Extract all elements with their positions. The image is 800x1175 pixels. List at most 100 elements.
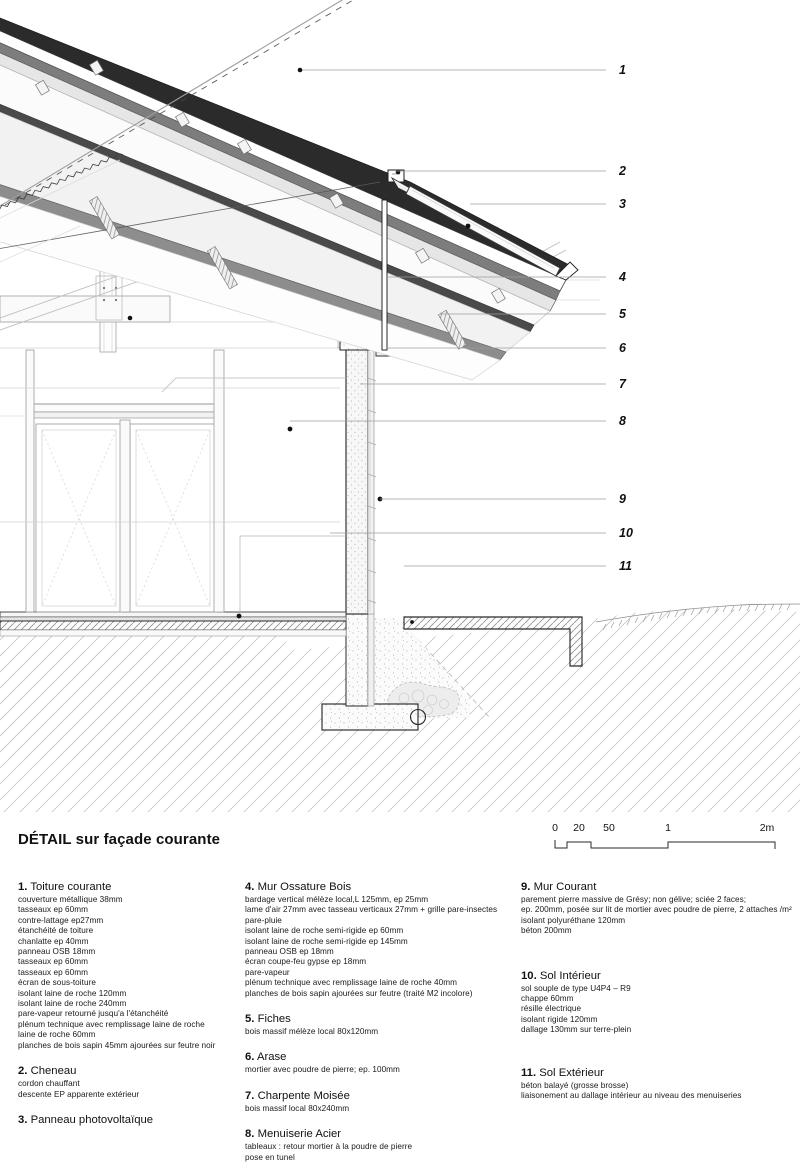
legend-line: isolant laine de roche semi-rigide ep 14… bbox=[245, 936, 408, 946]
legend-entry-number: 9. bbox=[521, 881, 531, 893]
legend-line: bardage vertical mélèze local,L 125mm, e… bbox=[245, 895, 429, 904]
legend-line: cordon chauffant bbox=[18, 1079, 80, 1089]
legend-line: panneau OSB ep 18mm bbox=[245, 947, 334, 957]
legend-entry-heading: 2. Cheneau bbox=[18, 1064, 243, 1078]
legend-line: écran coupe-feu gypse ep 18mm bbox=[245, 957, 367, 967]
legend-column-2: 4. Mur Ossature Bois bardage vertical mé… bbox=[245, 880, 513, 1163]
callout-number-9: 9 bbox=[619, 492, 626, 506]
legend-entry-number: 7. bbox=[245, 1089, 255, 1102]
legend-entry-title: Mur Ossature Bois bbox=[257, 881, 352, 893]
scale-tick-20: 20 bbox=[573, 822, 585, 834]
legend-entry-9: 9. Mur Courant parement pierre massive d… bbox=[521, 880, 793, 937]
legend-entry-number: 6. bbox=[245, 1051, 255, 1064]
legend-entry-4: 4. Mur Ossature Bois bardage vertical mé… bbox=[245, 880, 513, 999]
legend-line: isolant laine de roche 120mm bbox=[18, 988, 127, 998]
legend-line: planches de bois sapin ajourées sur feut… bbox=[245, 988, 473, 998]
legend-column-3: 9. Mur Courant parement pierre massive d… bbox=[521, 880, 793, 1101]
legend-line: isolant polyuréthane 120mm bbox=[521, 915, 626, 925]
legend-line: pare-vapeur retourné jusqu'a l'étanchéit… bbox=[18, 1009, 169, 1019]
legend-entry-number: 8. bbox=[245, 1128, 255, 1141]
legend-line: parement pierre massive de Grésy; non gé… bbox=[521, 895, 747, 904]
legend-entry-title: Panneau photovoltaïque bbox=[30, 1113, 154, 1126]
legend-entry-title: Toiture courante bbox=[30, 881, 112, 893]
legend-entry-number: 2. bbox=[18, 1065, 28, 1078]
legend-line: liaisonement au dallage intérieur au niv… bbox=[521, 1091, 742, 1101]
legend-entry-number: 1. bbox=[18, 881, 28, 893]
legend-entry-heading: 1. Toiture courante bbox=[18, 880, 243, 894]
legend-entry-heading: 7. Charpente Moisée bbox=[245, 1089, 513, 1103]
legend-line: pare-vapeur bbox=[245, 967, 290, 977]
legend-entry-title: Mur Courant bbox=[533, 881, 597, 893]
legend-line: étanchéité de toiture bbox=[18, 926, 94, 936]
legend: 1. Toiture courante couverture métalliqu… bbox=[0, 880, 800, 1175]
legend-entry-11: 11. Sol Extérieur béton balayé (grosse b… bbox=[521, 1066, 793, 1102]
legend-column-1: 1. Toiture courante couverture métalliqu… bbox=[18, 880, 243, 1128]
callout-number-7: 7 bbox=[619, 377, 626, 391]
legend-entry-1: 1. Toiture courante couverture métalliqu… bbox=[18, 880, 243, 1051]
legend-entry-number: 5. bbox=[245, 1013, 255, 1026]
legend-line: ep. 200mm, posée sur lit de mortier avec… bbox=[521, 905, 792, 915]
legend-entry-title: Fiches bbox=[257, 1013, 291, 1026]
legend-entry-title: Cheneau bbox=[30, 1065, 77, 1078]
scale-bar-graphic bbox=[554, 840, 776, 849]
legend-line: plénum technique avec remplissage laine … bbox=[245, 978, 458, 988]
legend-entry-10: 10. Sol Intérieur sol souple de type U4P… bbox=[521, 969, 793, 1036]
legend-line: tasseaux ep 60mm bbox=[18, 957, 88, 967]
callout-number-11: 11 bbox=[619, 559, 632, 573]
legend-line: bois massif local 80x240mm bbox=[245, 1103, 350, 1113]
legend-entry-heading: 10. Sol Intérieur bbox=[521, 969, 793, 983]
legend-entry-7: 7. Charpente Moisée bois massif local 80… bbox=[245, 1089, 513, 1114]
legend-entry-number: 10. bbox=[521, 969, 537, 982]
callout-number-3: 3 bbox=[619, 197, 626, 211]
page-title: DÉTAIL sur façade courante bbox=[18, 831, 220, 849]
legend-entry-heading: 11. Sol Extérieur bbox=[521, 1066, 793, 1080]
legend-line: contre-lattage ep27mm bbox=[18, 915, 104, 925]
callout-number-2: 2 bbox=[619, 164, 626, 178]
legend-entry-number: 11. bbox=[521, 1066, 537, 1079]
callout-number-8: 8 bbox=[619, 414, 626, 428]
legend-entry-title: Arase bbox=[256, 1051, 287, 1064]
legend-line: tasseaux ep 60mm bbox=[18, 905, 88, 915]
legend-entry-title: Sol Extérieur bbox=[539, 1066, 604, 1079]
scale-bar: 0 20 50 1 2m bbox=[545, 822, 777, 856]
legend-entry-8: 8. Menuiserie Acier tableaux : retour mo… bbox=[245, 1127, 513, 1163]
legend-entry-number: 4. bbox=[245, 881, 255, 893]
legend-line: pose en tunel bbox=[245, 1152, 295, 1162]
legend-entry-5: 5. Fiches bois massif mélèze local 80x12… bbox=[245, 1012, 513, 1037]
legend-line: béton balayé (grosse brosse) bbox=[521, 1080, 629, 1090]
title-rest: sur façade courante bbox=[71, 831, 221, 848]
legend-line: tableaux : retour mortier à la poudre de… bbox=[245, 1142, 413, 1152]
legend-line: plénum technique avec remplissage laine … bbox=[18, 1019, 205, 1029]
scale-tick-0: 0 bbox=[552, 822, 558, 834]
legend-entry-title: Charpente Moisée bbox=[257, 1089, 350, 1102]
legend-line: dallage 130mm sur terre-plein bbox=[521, 1025, 632, 1035]
legend-entry-title: Sol Intérieur bbox=[539, 969, 601, 982]
legend-line: chanlatte ep 40mm bbox=[18, 936, 89, 946]
legend-line: tasseaux ep 60mm bbox=[18, 967, 88, 977]
legend-line: mortier avec poudre de pierre; ep. 100mm bbox=[245, 1065, 400, 1075]
legend-line: chappe 60mm bbox=[521, 994, 574, 1004]
legend-entry-heading: 8. Menuiserie Acier bbox=[245, 1127, 513, 1141]
legend-line: béton 200mm bbox=[521, 926, 572, 936]
legend-line: couverture métallique 38mm bbox=[18, 895, 123, 904]
architectural-section-drawing: 1 2 3 4 5 6 7 8 9 10 11 bbox=[0, 0, 800, 812]
legend-entry-3: 3. Panneau photovoltaïque bbox=[18, 1113, 243, 1127]
legend-line: résille électrique bbox=[521, 1004, 582, 1014]
title-bold: DÉTAIL bbox=[18, 831, 72, 848]
legend-line: bois massif mélèze local 80x120mm bbox=[245, 1027, 379, 1037]
legend-line: isolant laine de roche semi-rigide ep 60… bbox=[245, 926, 404, 936]
legend-entry-number: 3. bbox=[18, 1113, 28, 1126]
legend-entry-heading: 3. Panneau photovoltaïque bbox=[18, 1113, 243, 1127]
legend-entry-6: 6. Arase mortier avec poudre de pierre; … bbox=[245, 1050, 513, 1075]
legend-line: descente EP apparente extérieur bbox=[18, 1089, 140, 1099]
legend-line: pare-pluie bbox=[245, 915, 282, 925]
legend-line: laine de roche 60mm bbox=[18, 1030, 96, 1040]
scale-tick-50: 50 bbox=[603, 822, 615, 834]
callout-number-10: 10 bbox=[619, 526, 633, 540]
callout-number-6: 6 bbox=[619, 341, 626, 355]
legend-line: écran de sous-toiture bbox=[18, 978, 96, 988]
legend-line: sol souple de type U4P4 – R9 bbox=[521, 983, 631, 993]
callout-number-5: 5 bbox=[619, 307, 626, 321]
legend-line: isolant laine de roche 240mm bbox=[18, 999, 127, 1009]
